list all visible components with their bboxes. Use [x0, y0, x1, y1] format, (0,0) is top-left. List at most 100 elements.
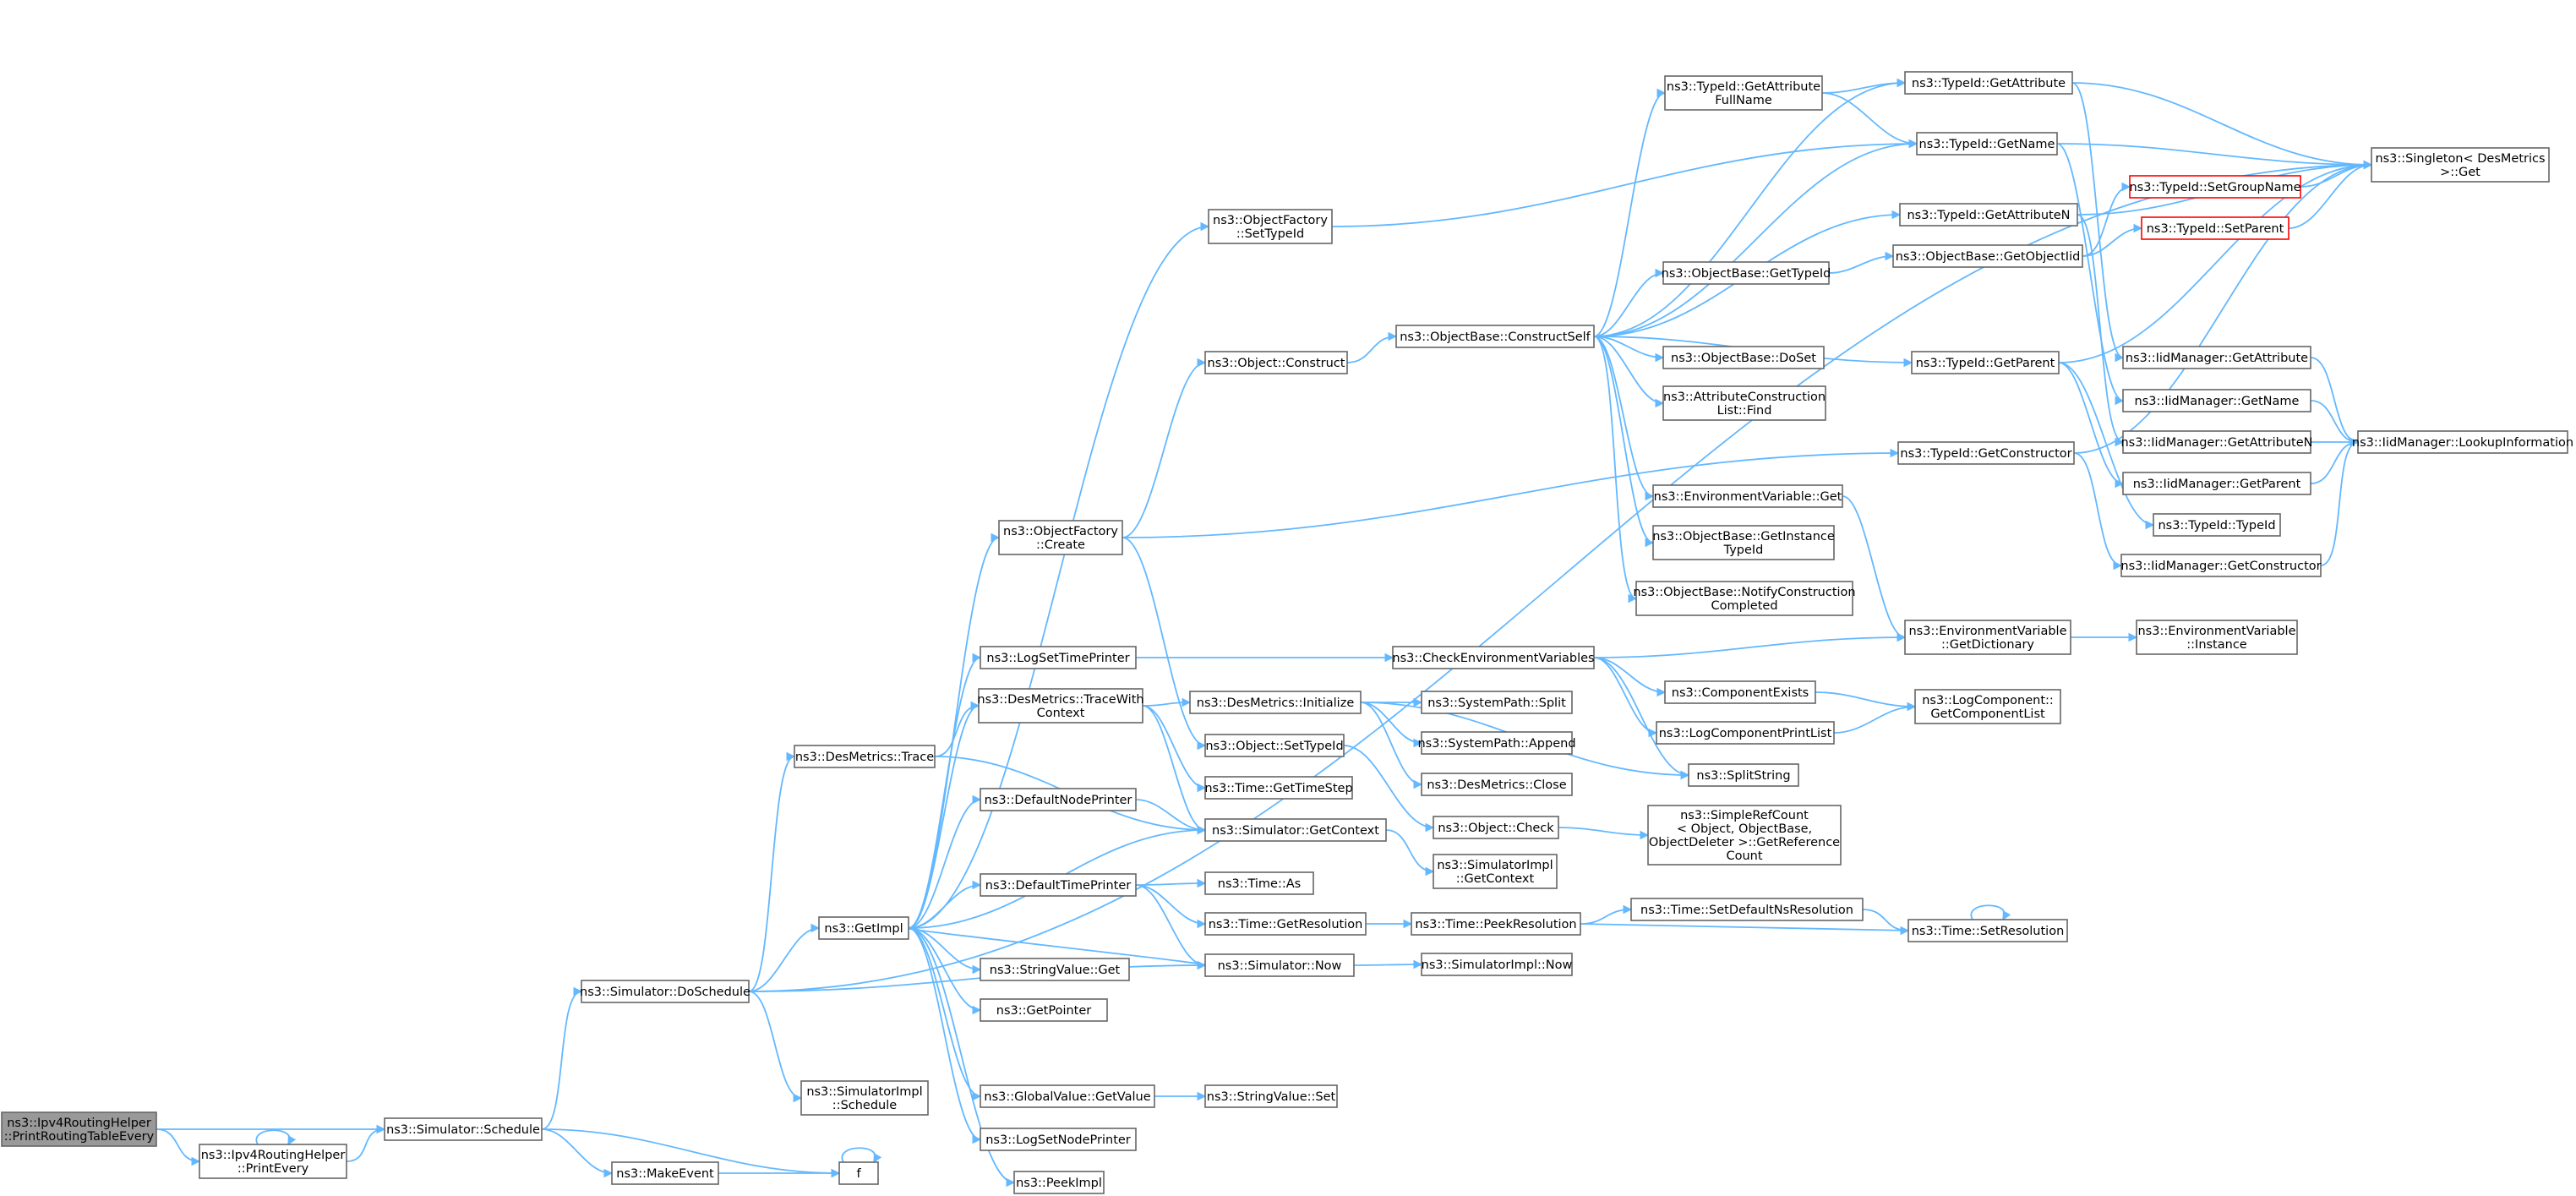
node-box	[384, 1117, 543, 1141]
node-sim-now[interactable]: ns3::Simulator::Now	[1204, 953, 1355, 977]
node-des-trace[interactable]: ns3::DesMetrics::Trace	[794, 745, 936, 768]
node-log-component-print-list[interactable]: ns3::LogComponentPrintList	[1656, 721, 1835, 745]
node-default-time-printer[interactable]: ns3::DefaultTimePrinter	[980, 873, 1137, 897]
node-global-value-get-value[interactable]: ns3::GlobalValue::GetValue	[980, 1084, 1155, 1108]
node-iid-get-name[interactable]: ns3::IidManager::GetName	[2122, 389, 2311, 412]
node-string-value-get[interactable]: ns3::StringValue::Get	[980, 958, 1130, 981]
node-box	[1204, 1084, 1338, 1108]
node-check-env-vars[interactable]: ns3::CheckEnvironmentVariables	[1392, 646, 1595, 669]
arrow-head	[1655, 398, 1665, 408]
node-des-close[interactable]: ns3::DesMetrics::Close	[1421, 773, 1573, 796]
node-time-set-resolution[interactable]: ns3::Time::SetResolution	[1907, 919, 2068, 942]
node-label: ns3::DesMetrics::Trace	[795, 751, 934, 764]
node-label: ns3::ComponentExists	[1672, 686, 1809, 700]
node-f[interactable]: f	[838, 1161, 879, 1185]
node-print-every[interactable]: ns3::Ipv4RoutingHelper::PrintEvery	[199, 1144, 347, 1179]
node-get-impl[interactable]: ns3::GetImpl	[818, 916, 909, 940]
node-des-initialize[interactable]: ns3::DesMetrics::Initialize	[1189, 691, 1362, 714]
node-schedule[interactable]: ns3::Simulator::Schedule	[384, 1117, 543, 1141]
node-iid-get-attribute-n[interactable]: ns3::IidManager::GetAttributeN	[2120, 430, 2313, 454]
node-type-id-get-attribute-n[interactable]: ns3::TypeId::GetAttributeN	[1899, 203, 2078, 227]
node-sys-path-split[interactable]: ns3::SystemPath::Split	[1421, 691, 1573, 714]
edge-objectSetTypeId-to-objectCheck	[1343, 745, 1434, 828]
node-time-as[interactable]: ns3::Time::As	[1204, 871, 1314, 895]
node-sim-impl-schedule[interactable]: ns3::SimulatorImpl::Schedule	[800, 1080, 929, 1116]
node-make-event[interactable]: ns3::MakeEvent	[611, 1161, 719, 1185]
node-obj-fact-create[interactable]: ns3::ObjectFactory::Create	[998, 520, 1123, 555]
edge-getImpl-to-logSetTimePrinter	[908, 657, 981, 929]
node-iid-get-parent[interactable]: ns3::IidManager::GetParent	[2122, 472, 2311, 495]
node-box	[980, 998, 1108, 1022]
arrow-head	[2363, 160, 2373, 170]
edge-schedule-to-doSchedule	[541, 991, 582, 1130]
node-log-comp-get-component-list[interactable]: ns3::LogComponent::GetComponentList	[1914, 689, 2061, 724]
node-type-id-get-name[interactable]: ns3::TypeId::GetName	[1916, 132, 2058, 156]
node-type-id-get-attribute[interactable]: ns3::TypeId::GetAttribute	[1904, 71, 2073, 95]
node-label: ns3::SimpleRefCount	[1680, 809, 1809, 822]
arrow-head	[1413, 697, 1423, 707]
node-string-value-set[interactable]: ns3::StringValue::Set	[1204, 1084, 1338, 1108]
node-obj-base-get-object-iid[interactable]: ns3::ObjectBase::GetObjectIid	[1892, 244, 2083, 268]
node-component-exists[interactable]: ns3::ComponentExists	[1664, 680, 1816, 704]
node-obj-base-do-set[interactable]: ns3::ObjectBase::DoSet	[1662, 346, 1825, 369]
edge-typeIdGetParent-to-iidGetParent	[2058, 362, 2124, 484]
node-env-var-get[interactable]: ns3::EnvironmentVariable::Get	[1652, 484, 1843, 508]
edge-getImpl-to-getPointer	[908, 927, 981, 1011]
node-construct-self[interactable]: ns3::ObjectBase::ConstructSelf	[1395, 325, 1595, 348]
node-iid-get-constructor[interactable]: ns3::IidManager::GetConstructor	[2120, 554, 2322, 577]
node-object-construct[interactable]: ns3::Object::Construct	[1204, 351, 1348, 374]
node-split-string[interactable]: ns3::SplitString	[1688, 763, 1799, 787]
node-box	[1647, 805, 1842, 866]
node-type-id-type-id[interactable]: ns3::TypeId::TypeId	[2153, 513, 2281, 537]
node-type-id-get-parent[interactable]: ns3::TypeId::GetParent	[1911, 351, 2060, 374]
node-iid-lookup-information[interactable]: ns3::IidManager::LookupInformation	[2352, 430, 2573, 454]
node-do-schedule[interactable]: ns3::Simulator::DoSchedule	[580, 980, 750, 1003]
node-label: >::Get	[2440, 166, 2480, 179]
node-env-var-instance[interactable]: ns3::EnvironmentVariable::Instance	[2136, 620, 2298, 655]
node-time-peek-resolution[interactable]: ns3::Time::PeekResolution	[1411, 912, 1581, 936]
node-object-set-type-id[interactable]: ns3::Object::SetTypeId	[1204, 734, 1345, 757]
node-label: ns3::Time::SetResolution	[1912, 925, 2065, 938]
node-object-check[interactable]: ns3::Object::Check	[1433, 816, 1559, 839]
node-time-set-default-ns[interactable]: ns3::Time::SetDefaultNsResolution	[1630, 898, 1864, 921]
node-env-var-get-dictionary[interactable]: ns3::EnvironmentVariable::GetDictionary	[1904, 620, 2071, 655]
node-peek-impl[interactable]: ns3::PeekImpl	[1013, 1171, 1105, 1194]
node-sim-impl-now[interactable]: ns3::SimulatorImpl::Now	[1421, 953, 1573, 976]
edge-typeIdGetName-to-iidGetName	[2056, 143, 2124, 401]
node-type-id-set-group-name[interactable]: ns3::TypeId::SetGroupName	[2129, 175, 2301, 199]
node-default-node-printer[interactable]: ns3::DefaultNodePrinter	[980, 788, 1137, 811]
node-sim-impl-get-context[interactable]: ns3::SimulatorImpl::GetContext	[1433, 854, 1558, 889]
node-box	[581, 980, 750, 1003]
node-box	[2153, 513, 2281, 537]
node-type-id-get-constructor[interactable]: ns3::TypeId::GetConstructor	[1897, 441, 2075, 465]
edge-constructSelf-to-objBaseGetInstanceTypeId	[1593, 336, 1654, 543]
node-box	[1421, 731, 1573, 755]
node-obj-base-get-type-id[interactable]: ns3::ObjectBase::GetTypeId	[1662, 261, 1831, 285]
node-type-id-set-parent[interactable]: ns3::TypeId::SetParent	[2141, 216, 2289, 240]
node-time-get-resolution[interactable]: ns3::Time::GetResolution	[1204, 912, 1367, 936]
node-log-set-time-printer[interactable]: ns3::LogSetTimePrinter	[980, 646, 1137, 669]
arrow-head	[1903, 358, 1913, 368]
node-box	[980, 1128, 1137, 1151]
node-iid-get-attribute[interactable]: ns3::IidManager::GetAttribute	[2122, 346, 2311, 369]
node-label: ns3::StringValue::Get	[990, 964, 1121, 977]
node-singleton-get[interactable]: ns3::Singleton< DesMetrics >::Get	[2371, 147, 2550, 183]
node-time-get-time-step[interactable]: ns3::Time::GetTimeStep	[1204, 776, 1353, 800]
arrow-head	[2128, 632, 2138, 642]
node-root[interactable]: ns3::Ipv4RoutingHelper::PrintRoutingTabl…	[1, 1111, 157, 1147]
node-sim-get-context[interactable]: ns3::Simulator::GetContext	[1204, 818, 1387, 842]
node-obj-fact-set-type-id[interactable]: ns3::ObjectFactory::SetTypeId	[1208, 209, 1333, 244]
node-simple-ref-count[interactable]: ns3::SimpleRefCount< Object, ObjectBase,…	[1647, 805, 1842, 866]
node-get-pointer[interactable]: ns3::GetPointer	[980, 998, 1108, 1022]
node-box	[1892, 244, 2083, 268]
node-sys-path-append[interactable]: ns3::SystemPath::Append	[1417, 731, 1576, 755]
node-label: f	[856, 1167, 861, 1181]
node-log-set-node-printer[interactable]: ns3::LogSetNodePrinter	[980, 1128, 1137, 1151]
arrow-head	[573, 986, 583, 997]
node-obj-base-notify-construction-completed[interactable]: ns3::ObjectBase::NotifyConstructionCompl…	[1633, 581, 1856, 616]
node-label: Context	[1037, 707, 1085, 720]
